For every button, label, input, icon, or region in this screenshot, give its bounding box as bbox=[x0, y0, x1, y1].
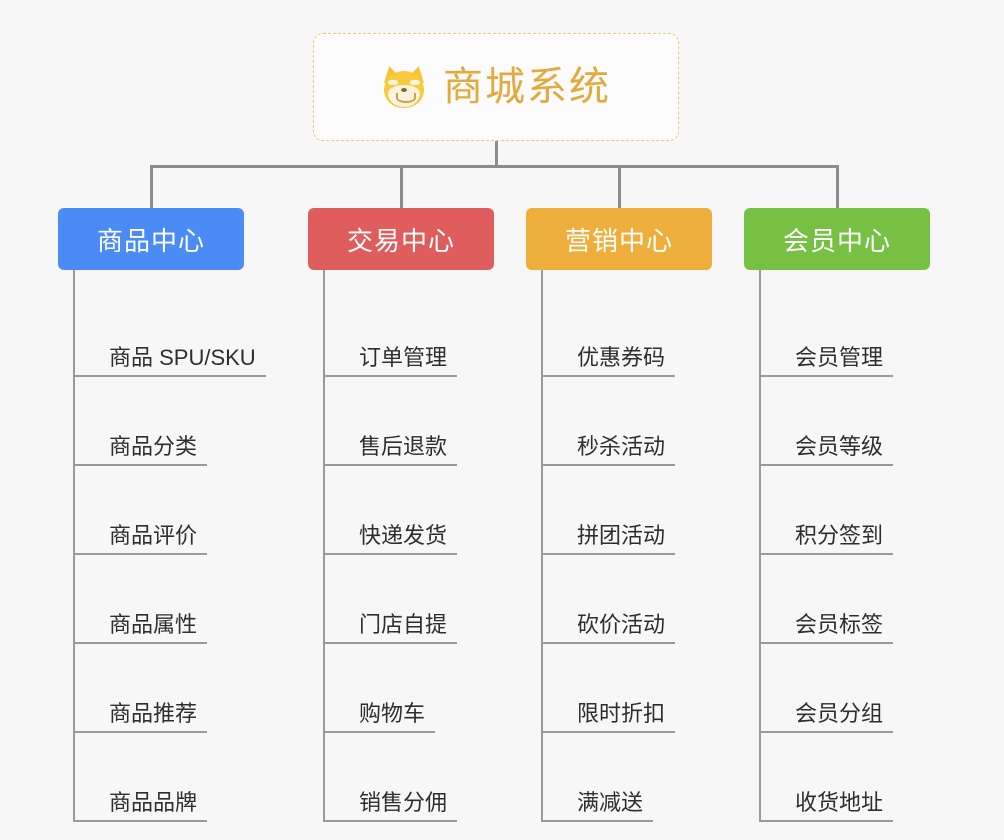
leaf-underline bbox=[543, 642, 675, 644]
leaf-item[interactable]: 会员标签 bbox=[761, 555, 930, 644]
leaf-underline bbox=[543, 464, 675, 466]
branch-leaf-list-member: 会员管理 会员等级 积分签到 会员标签 会员分组 收货地址 bbox=[759, 270, 930, 822]
leaf-underline bbox=[325, 553, 457, 555]
leaf-underline bbox=[75, 820, 207, 822]
leaf-item[interactable]: 购物车 bbox=[325, 644, 494, 733]
leaf-item[interactable]: 限时折扣 bbox=[543, 644, 712, 733]
leaf-underline bbox=[761, 464, 893, 466]
shiba-dog-face-icon bbox=[380, 64, 428, 109]
leaf-underline bbox=[325, 642, 457, 644]
leaf-item[interactable]: 秒杀活动 bbox=[543, 377, 712, 466]
leaf-label: 限时折扣 bbox=[577, 700, 666, 726]
leaf-underline bbox=[761, 375, 893, 377]
connector-drop-3 bbox=[618, 165, 621, 209]
leaf-underline bbox=[75, 731, 207, 733]
leaf-label: 快递发货 bbox=[359, 522, 448, 548]
leaf-label: 会员分组 bbox=[795, 700, 884, 726]
leaf-underline bbox=[543, 731, 675, 733]
leaf-underline bbox=[761, 642, 893, 644]
connector-horizontal-bus bbox=[150, 165, 839, 168]
leaf-underline bbox=[325, 731, 435, 733]
leaf-item[interactable]: 门店自提 bbox=[325, 555, 494, 644]
branch-header-product[interactable]: 商品中心 bbox=[58, 208, 244, 270]
leaf-label: 优惠券码 bbox=[577, 344, 666, 370]
leaf-underline bbox=[761, 731, 893, 733]
leaf-item[interactable]: 商品推荐 bbox=[75, 644, 256, 733]
leaf-item[interactable]: 销售分佣 bbox=[325, 733, 494, 822]
leaf-label: 会员管理 bbox=[795, 344, 884, 370]
leaf-underline bbox=[761, 553, 893, 555]
branch-header-label: 营销中心 bbox=[564, 225, 673, 256]
leaf-underline bbox=[543, 820, 653, 822]
leaf-item[interactable]: 收货地址 bbox=[761, 733, 930, 822]
branch-column-member: 会员中心 会员管理 会员等级 积分签到 会员标签 会员分组 bbox=[744, 208, 930, 822]
leaf-item[interactable]: 满减送 bbox=[543, 733, 712, 822]
leaf-item[interactable]: 会员等级 bbox=[761, 377, 930, 466]
leaf-label: 拼团活动 bbox=[577, 522, 666, 548]
branch-leaf-list-trade: 订单管理 售后退款 快递发货 门店自提 购物车 销售分佣 bbox=[323, 270, 494, 822]
leaf-item[interactable]: 售后退款 bbox=[325, 377, 494, 466]
leaf-label: 门店自提 bbox=[359, 611, 448, 637]
leaf-label: 收货地址 bbox=[795, 789, 884, 815]
root-title: 商城系统 bbox=[443, 65, 611, 109]
leaf-underline bbox=[325, 464, 457, 466]
branch-header-label: 会员中心 bbox=[782, 225, 891, 256]
branch-header-marketing[interactable]: 营销中心 bbox=[526, 208, 712, 270]
leaf-underline bbox=[543, 375, 675, 377]
leaf-item[interactable]: 商品分类 bbox=[75, 377, 256, 466]
leaf-label: 积分签到 bbox=[795, 522, 884, 548]
leaf-label: 砍价活动 bbox=[577, 611, 666, 637]
leaf-label: 商品分类 bbox=[109, 433, 198, 459]
leaf-item[interactable]: 积分签到 bbox=[761, 466, 930, 555]
leaf-item[interactable]: 会员管理 bbox=[761, 288, 930, 377]
leaf-label: 商品品牌 bbox=[109, 789, 198, 815]
connector-drop-1 bbox=[150, 165, 153, 209]
leaf-label: 商品属性 bbox=[109, 611, 198, 637]
leaf-underline bbox=[75, 642, 207, 644]
leaf-underline bbox=[761, 820, 893, 822]
leaf-label: 秒杀活动 bbox=[577, 433, 666, 459]
leaf-item[interactable]: 商品品牌 bbox=[75, 733, 256, 822]
leaf-label: 销售分佣 bbox=[359, 789, 448, 815]
connector-drop-4 bbox=[836, 165, 839, 209]
leaf-underline bbox=[543, 553, 675, 555]
leaf-item[interactable]: 拼团活动 bbox=[543, 466, 712, 555]
branch-header-label: 交易中心 bbox=[346, 225, 455, 256]
leaf-underline bbox=[75, 375, 266, 377]
leaf-label: 会员标签 bbox=[795, 611, 884, 637]
connector-root-stem bbox=[495, 141, 498, 167]
branch-header-member[interactable]: 会员中心 bbox=[744, 208, 930, 270]
leaf-item[interactable]: 商品属性 bbox=[75, 555, 256, 644]
leaf-label: 售后退款 bbox=[359, 433, 448, 459]
leaf-item[interactable]: 会员分组 bbox=[761, 644, 930, 733]
branch-leaf-list-marketing: 优惠券码 秒杀活动 拼团活动 砍价活动 限时折扣 满减送 bbox=[541, 270, 712, 822]
leaf-label: 商品推荐 bbox=[109, 700, 198, 726]
branch-column-marketing: 营销中心 优惠券码 秒杀活动 拼团活动 砍价活动 限时折扣 bbox=[526, 208, 712, 822]
leaf-label: 满减送 bbox=[577, 789, 644, 815]
leaf-underline bbox=[325, 820, 457, 822]
branch-header-trade[interactable]: 交易中心 bbox=[308, 208, 494, 270]
connector-drop-2 bbox=[400, 165, 403, 209]
leaf-label: 商品评价 bbox=[109, 522, 198, 548]
leaf-label: 订单管理 bbox=[359, 344, 448, 370]
branch-column-trade: 交易中心 订单管理 售后退款 快递发货 门店自提 购物车 bbox=[308, 208, 494, 822]
leaf-underline bbox=[75, 553, 207, 555]
leaf-label: 商品 SPU/SKU bbox=[109, 344, 256, 370]
leaf-label: 购物车 bbox=[359, 700, 426, 726]
leaf-underline bbox=[325, 375, 457, 377]
leaf-label: 会员等级 bbox=[795, 433, 884, 459]
leaf-item[interactable]: 优惠券码 bbox=[543, 288, 712, 377]
leaf-item[interactable]: 砍价活动 bbox=[543, 555, 712, 644]
root-node-content: 商城系统 bbox=[380, 64, 611, 109]
leaf-item[interactable]: 订单管理 bbox=[325, 288, 494, 377]
branch-column-product: 商品中心 商品 SPU/SKU 商品分类 商品评价 商品属性 商品推荐 bbox=[58, 208, 266, 822]
root-node[interactable]: 商城系统 bbox=[313, 33, 679, 141]
leaf-item[interactable]: 商品 SPU/SKU bbox=[75, 288, 266, 377]
leaf-item[interactable]: 商品评价 bbox=[75, 466, 256, 555]
branch-header-label: 商品中心 bbox=[96, 225, 205, 256]
leaf-underline bbox=[75, 464, 207, 466]
branch-leaf-list-product: 商品 SPU/SKU 商品分类 商品评价 商品属性 商品推荐 商品品牌 bbox=[73, 270, 266, 822]
leaf-item[interactable]: 快递发货 bbox=[325, 466, 494, 555]
